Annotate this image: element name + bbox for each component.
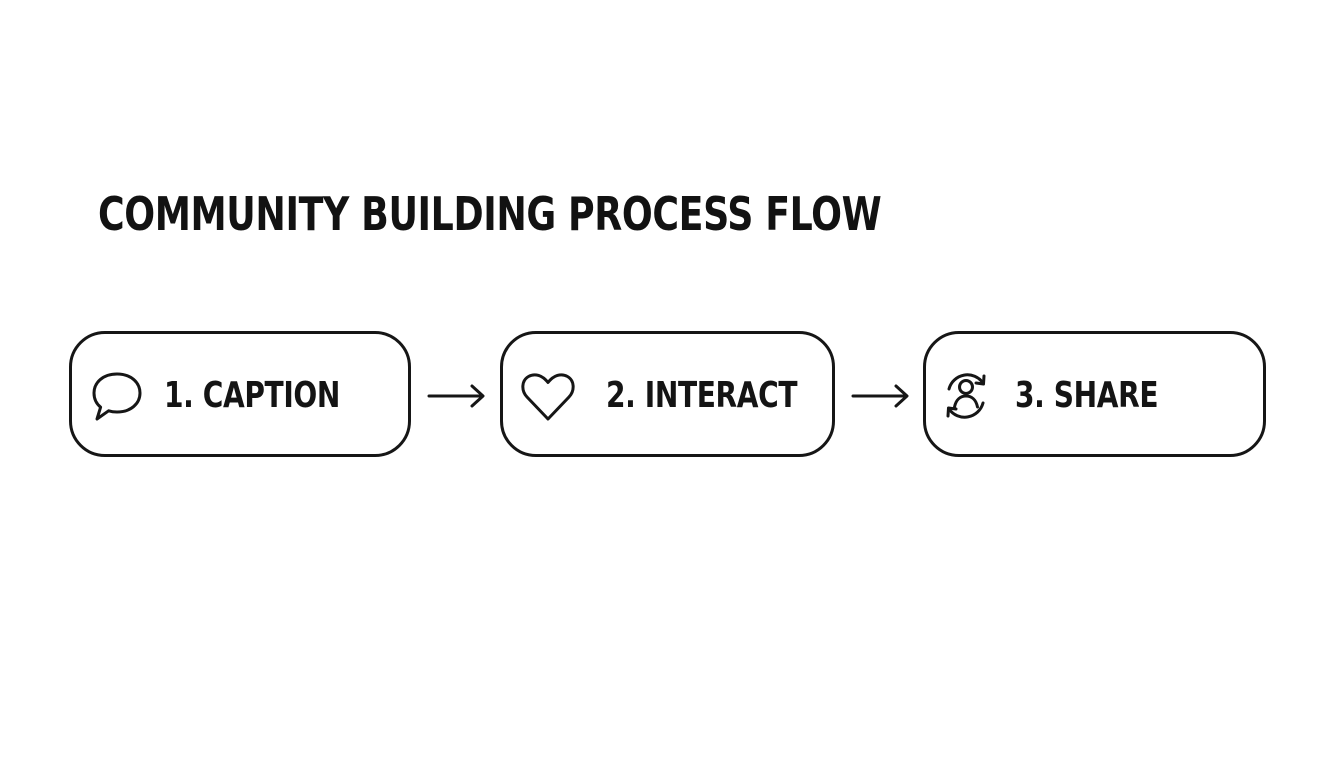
step-label: 3. SHARE — [1015, 375, 1159, 416]
arrow-right-icon — [427, 384, 485, 408]
step-caption: 1. CAPTION — [69, 331, 411, 457]
arrow-right-icon — [851, 384, 909, 408]
step-interact: 2. INTERACT — [500, 331, 835, 457]
speech-bubble-icon — [92, 372, 142, 421]
heart-icon — [521, 373, 575, 421]
step-label: 2. INTERACT — [606, 375, 798, 416]
step-label: 1. CAPTION — [164, 375, 340, 416]
page-title: COMMUNITY BUILDING PROCESS FLOW — [98, 187, 882, 241]
step-share: 3. SHARE — [923, 331, 1266, 457]
user-sync-icon — [946, 373, 986, 419]
